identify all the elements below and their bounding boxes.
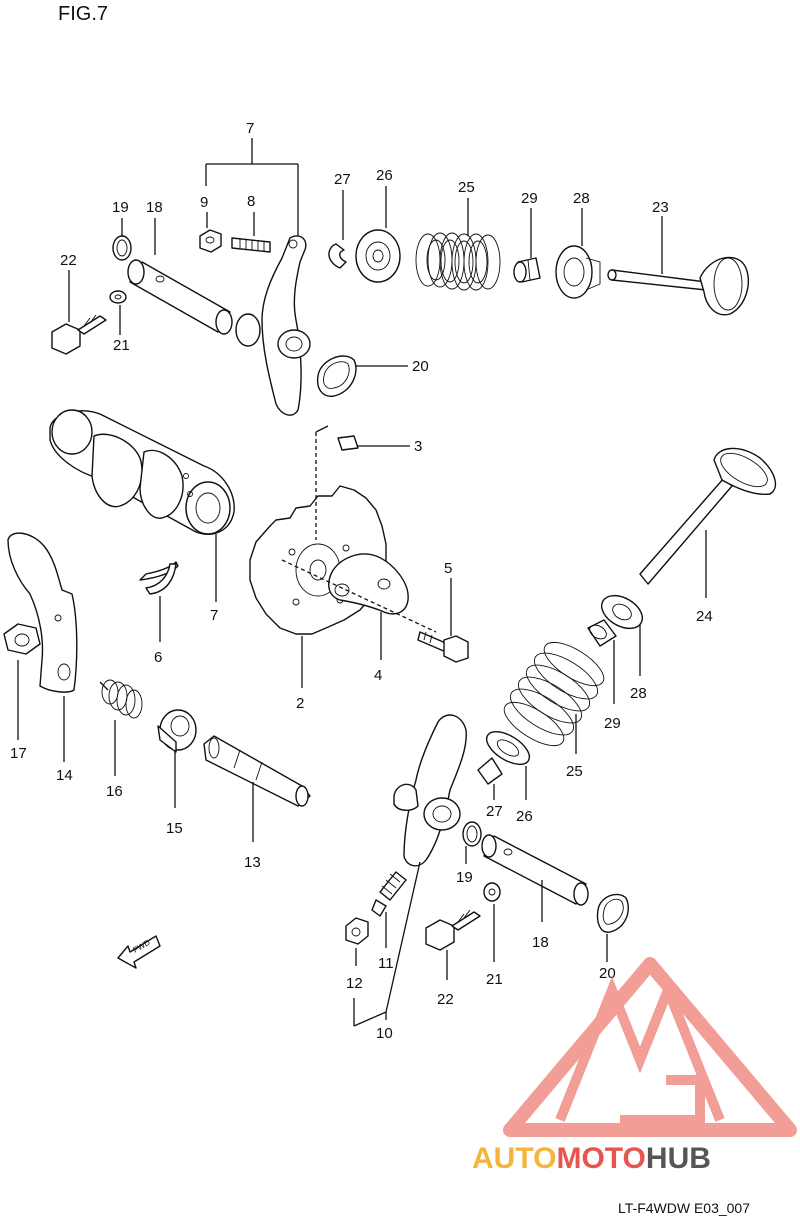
callout-18-top: 18 <box>146 199 163 216</box>
part-23-intake-valve <box>607 256 749 316</box>
part-17-nut <box>3 623 41 655</box>
callout-3: 3 <box>414 438 422 455</box>
callout-20-bot: 20 <box>599 965 616 982</box>
part-6-clip <box>139 561 179 581</box>
callout-26-bot: 26 <box>516 808 533 825</box>
callout-27-bot: 27 <box>486 803 503 820</box>
part-13-decomp-shaft <box>203 735 311 807</box>
watermark-logo <box>503 957 797 1137</box>
callout-2: 2 <box>296 695 304 712</box>
part-16-spring <box>99 679 143 719</box>
part-20-gasket-top <box>316 355 357 397</box>
part-9-lock-nut <box>199 229 222 253</box>
part-27-valve-cotter-top <box>328 243 347 269</box>
part-18-rocker-shaft-bottom <box>481 834 589 906</box>
part-20-gasket-bottom <box>596 893 629 933</box>
callout-17: 17 <box>10 745 27 762</box>
part-5-bolt <box>417 631 469 663</box>
callout-5: 5 <box>444 560 452 577</box>
watermark-hub: HUB <box>646 1142 711 1175</box>
part-25-valve-spring-top <box>415 232 501 291</box>
watermark-moto: MOTO <box>556 1142 645 1175</box>
watermark-auto: AUTO <box>472 1142 556 1175</box>
part-22-bolt-top <box>51 314 107 355</box>
part-27-valve-cotter-bottom <box>477 757 503 785</box>
callout-7-cam: 7 <box>210 607 218 624</box>
part-18-rocker-shaft-top <box>127 259 233 335</box>
part-28-spring-seat-top <box>555 245 601 299</box>
callout-14: 14 <box>56 767 73 784</box>
callout-21-top: 21 <box>113 337 130 354</box>
part-4-lock-plate <box>328 553 409 615</box>
fwd-arrow-icon: FWD <box>117 935 161 969</box>
callout-27-top: 27 <box>334 171 351 188</box>
callout-20-top: 20 <box>412 358 429 375</box>
part-rocker-arm-top <box>235 235 311 416</box>
part-24-exhaust-valve <box>639 447 777 585</box>
callout-29-top: 29 <box>521 190 538 207</box>
callout-28-top: 28 <box>573 190 590 207</box>
part-15-bushing <box>157 709 197 753</box>
callout-26-top: 26 <box>376 167 393 184</box>
part-8-adjusting-screw <box>231 237 271 253</box>
callout-4: 4 <box>374 667 382 684</box>
callout-8: 8 <box>247 193 255 210</box>
callout-19-bot: 19 <box>456 869 473 886</box>
callout-25-bot: 25 <box>566 763 583 780</box>
callout-28-bot: 28 <box>630 685 647 702</box>
part-19-o-ring-bottom <box>462 821 482 847</box>
part-12-lock-nut <box>345 917 369 945</box>
figure-title: FIG.7 <box>58 3 108 25</box>
part-28-spring-seat-bottom <box>601 594 643 630</box>
callout-6: 6 <box>154 649 162 666</box>
watermark-text: AUTOMOTOHUB <box>472 1142 711 1175</box>
callout-24: 24 <box>696 608 713 625</box>
callout-12: 12 <box>346 975 363 992</box>
part-21-washer-bottom <box>483 882 501 902</box>
callout-23: 23 <box>652 199 669 216</box>
callout-13: 13 <box>244 854 261 871</box>
callout-22-bot: 22 <box>437 991 454 1008</box>
callout-22-top: 22 <box>60 252 77 269</box>
callout-19-top: 19 <box>112 199 129 216</box>
part-29-stem-seal-top <box>513 257 541 283</box>
part-11-adjusting-screw <box>371 871 407 917</box>
callout-9: 9 <box>200 194 208 211</box>
part-22-bolt-bottom <box>425 909 481 951</box>
part-7-camshaft <box>49 409 235 535</box>
part-rocker-arm-bottom <box>393 714 467 867</box>
figure-code: LT-F4WDW E03_007 <box>618 1200 750 1216</box>
callout-16: 16 <box>106 783 123 800</box>
part-14-decomp-lever <box>7 532 78 693</box>
part-3-key <box>337 435 359 451</box>
callout-29-bot: 29 <box>604 715 621 732</box>
callout-10: 10 <box>376 1025 393 1042</box>
part-25-valve-spring-bottom <box>503 641 605 747</box>
callout-18-bot: 18 <box>532 934 549 951</box>
callout-25-top: 25 <box>458 179 475 196</box>
callout-15: 15 <box>166 820 183 837</box>
callout-11: 11 <box>378 955 394 972</box>
callout-7-top: 7 <box>246 120 254 137</box>
part-29-stem-seal-bottom <box>587 619 617 647</box>
part-21-washer-top <box>109 290 127 304</box>
part-26-spring-retainer-top <box>355 229 401 283</box>
part-26-spring-retainer-bottom <box>485 731 531 765</box>
callout-21-bot: 21 <box>486 971 503 988</box>
